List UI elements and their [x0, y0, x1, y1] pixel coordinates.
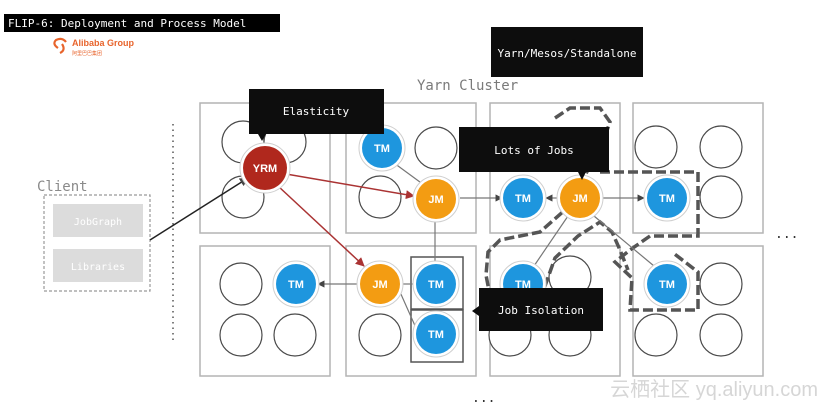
- isolation-rect-bottom: [410, 309, 464, 363]
- tm-node-7: TM: [272, 260, 320, 308]
- tm-node-6: TM: [643, 174, 691, 222]
- jm-label-3: JM: [428, 194, 443, 206]
- client-box: [43, 194, 151, 292]
- tm-label-6: TM: [659, 193, 675, 205]
- connections: [149, 162, 655, 329]
- empty-slot-11: [273, 313, 317, 357]
- empty-slot-7: [358, 175, 402, 219]
- callout-lots-of-jobs-text: Lots of Jobs: [494, 144, 573, 157]
- jm-to-tm-line-5: [593, 215, 655, 267]
- tm-label-12: TM: [659, 279, 675, 291]
- jm-to-tm-line-4: [533, 215, 569, 267]
- client-label: Client: [37, 179, 88, 195]
- jm-to-tm-line-1: [393, 162, 425, 186]
- empty-slot-3: [414, 126, 458, 170]
- tm-label-9: TM: [428, 279, 444, 291]
- empty-slot-17: [634, 313, 678, 357]
- empty-slot-18: [699, 313, 743, 357]
- callout-yarn-mesos: Yarn/Mesos/Standalone: [491, 27, 643, 77]
- job-outlines: [484, 106, 700, 312]
- callout-elasticity: Elasticity: [249, 89, 384, 141]
- watermark: 云栖社区 yq.aliyun.com: [610, 378, 818, 401]
- callout-job-isolation-text: Job Isolation: [498, 304, 584, 317]
- tm-label-7: TM: [288, 279, 304, 291]
- ellipsis-right: ...: [775, 227, 798, 242]
- job-outline-a: [484, 106, 612, 297]
- callout-lots-of-jobs: Lots of Jobs: [459, 127, 609, 180]
- callout-elasticity-text: Elasticity: [283, 105, 350, 118]
- jobgraph-label: JobGraph: [74, 217, 122, 228]
- tm-node-2: TM: [358, 124, 406, 172]
- logo-text: Alibaba Group: [72, 38, 135, 48]
- title-bar: [4, 14, 280, 32]
- job-outline-c: [538, 219, 630, 301]
- server-box-5: [199, 245, 331, 377]
- libraries-box: [51, 247, 145, 284]
- empty-slot-9: [219, 262, 263, 306]
- yrm-to-jm-bottom-arrow: [277, 185, 365, 267]
- empty-slot-4: [634, 125, 678, 169]
- job-outline-b: [600, 170, 700, 312]
- tm-node-12: TM: [643, 260, 691, 308]
- jm-node-5: JM: [556, 174, 604, 222]
- page-title: FLIP-6: Deployment and Process Model: [8, 17, 246, 30]
- tm-label-2: TM: [374, 143, 390, 155]
- empty-slot-12: [358, 313, 402, 357]
- isolation-rect-top: [410, 256, 464, 310]
- empty-slot-5: [699, 125, 743, 169]
- jobgraph-box: [51, 202, 145, 239]
- logo-subtext: 阿里巴巴集团: [72, 50, 102, 57]
- jm-node-3: JM: [412, 175, 460, 223]
- callout-yarn-mesos-text: Yarn/Mesos/Standalone: [497, 47, 636, 60]
- alibaba-logo: Alibaba Group 阿里巴巴集团: [53, 37, 135, 57]
- tm-node-10: TM: [412, 310, 460, 358]
- yarn-cluster-label: Yarn Cluster: [417, 78, 518, 94]
- tm-node-4: TM: [499, 174, 547, 222]
- tm-label-10: TM: [428, 329, 444, 341]
- jm-label-5: JM: [572, 193, 587, 205]
- tm-node-9: TM: [412, 260, 460, 308]
- empty-slot-16: [699, 262, 743, 306]
- libraries-label: Libraries: [71, 262, 125, 273]
- callout-job-isolation: Job Isolation: [472, 288, 603, 331]
- empty-slot-8: [699, 175, 743, 219]
- ellipsis-bottom: ...: [472, 391, 495, 406]
- yrm-to-jm-top-arrow: [285, 173, 415, 200]
- empty-slot-10: [219, 313, 263, 357]
- yrm-node-1: YRM: [239, 142, 291, 194]
- yrm-label-1: YRM: [253, 163, 277, 175]
- jm-label-8: JM: [372, 279, 387, 291]
- jm-node-8: JM: [356, 260, 404, 308]
- tm-label-4: TM: [515, 193, 531, 205]
- jm-to-tm-line-8: [399, 291, 417, 329]
- client-to-yrm-arrow: [149, 177, 249, 241]
